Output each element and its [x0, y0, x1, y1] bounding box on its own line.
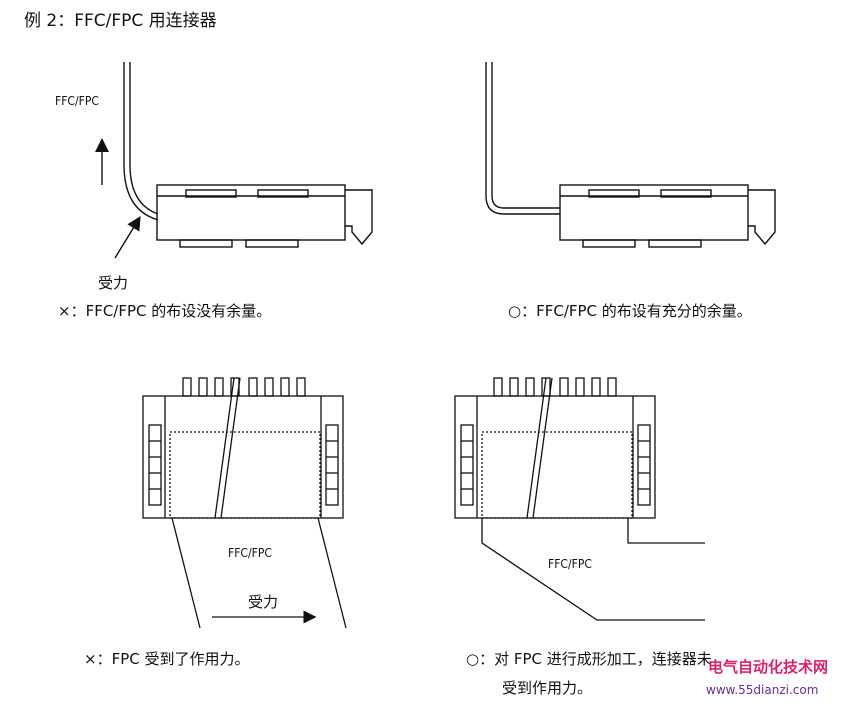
bottom-left-diagram — [142, 377, 347, 629]
cable-label-bottom-right: FFC/FPC — [548, 557, 592, 571]
ffc-cable-slack — [485, 62, 560, 215]
ffc-cable-tight — [123, 62, 159, 221]
force-arrow — [114, 216, 141, 259]
caption-top-left: ×：FFC/FPC 的布设没有余量。 — [58, 302, 272, 320]
watermark-site-name: 电气自动化技术网 — [708, 658, 829, 676]
bottom-right-diagram — [454, 377, 705, 621]
cable-label-top-left: FFC/FPC — [55, 94, 99, 108]
connector-pins-left — [182, 377, 306, 397]
fpc-cable-pulled — [171, 517, 201, 629]
top-right-diagram — [485, 62, 776, 248]
connector-pins-right — [493, 377, 617, 397]
connector-side-view-left — [156, 184, 373, 248]
force-label-bottom-left: 受力 — [248, 593, 279, 611]
top-left-diagram — [95, 62, 373, 259]
page-title: 例 2：FFC/FPC 用连接器 — [24, 11, 217, 31]
caption-bottom-left: ×：FPC 受到了作用力。 — [84, 650, 250, 668]
caption-bottom-right-line1: ○：对 FPC 进行成形加工，连接器未 — [466, 650, 712, 668]
watermark-url: www.55dianzi.com — [706, 683, 819, 697]
connector-side-view-right — [559, 184, 776, 248]
fpc-cable-formed — [481, 518, 705, 621]
caption-top-right: ○：FFC/FPC 的布设有充分的余量。 — [508, 302, 752, 320]
caption-bottom-right-line2: 受到作用力。 — [502, 679, 593, 697]
cable-label-bottom-left: FFC/FPC — [228, 546, 272, 560]
force-label-top-left: 受力 — [98, 274, 129, 292]
